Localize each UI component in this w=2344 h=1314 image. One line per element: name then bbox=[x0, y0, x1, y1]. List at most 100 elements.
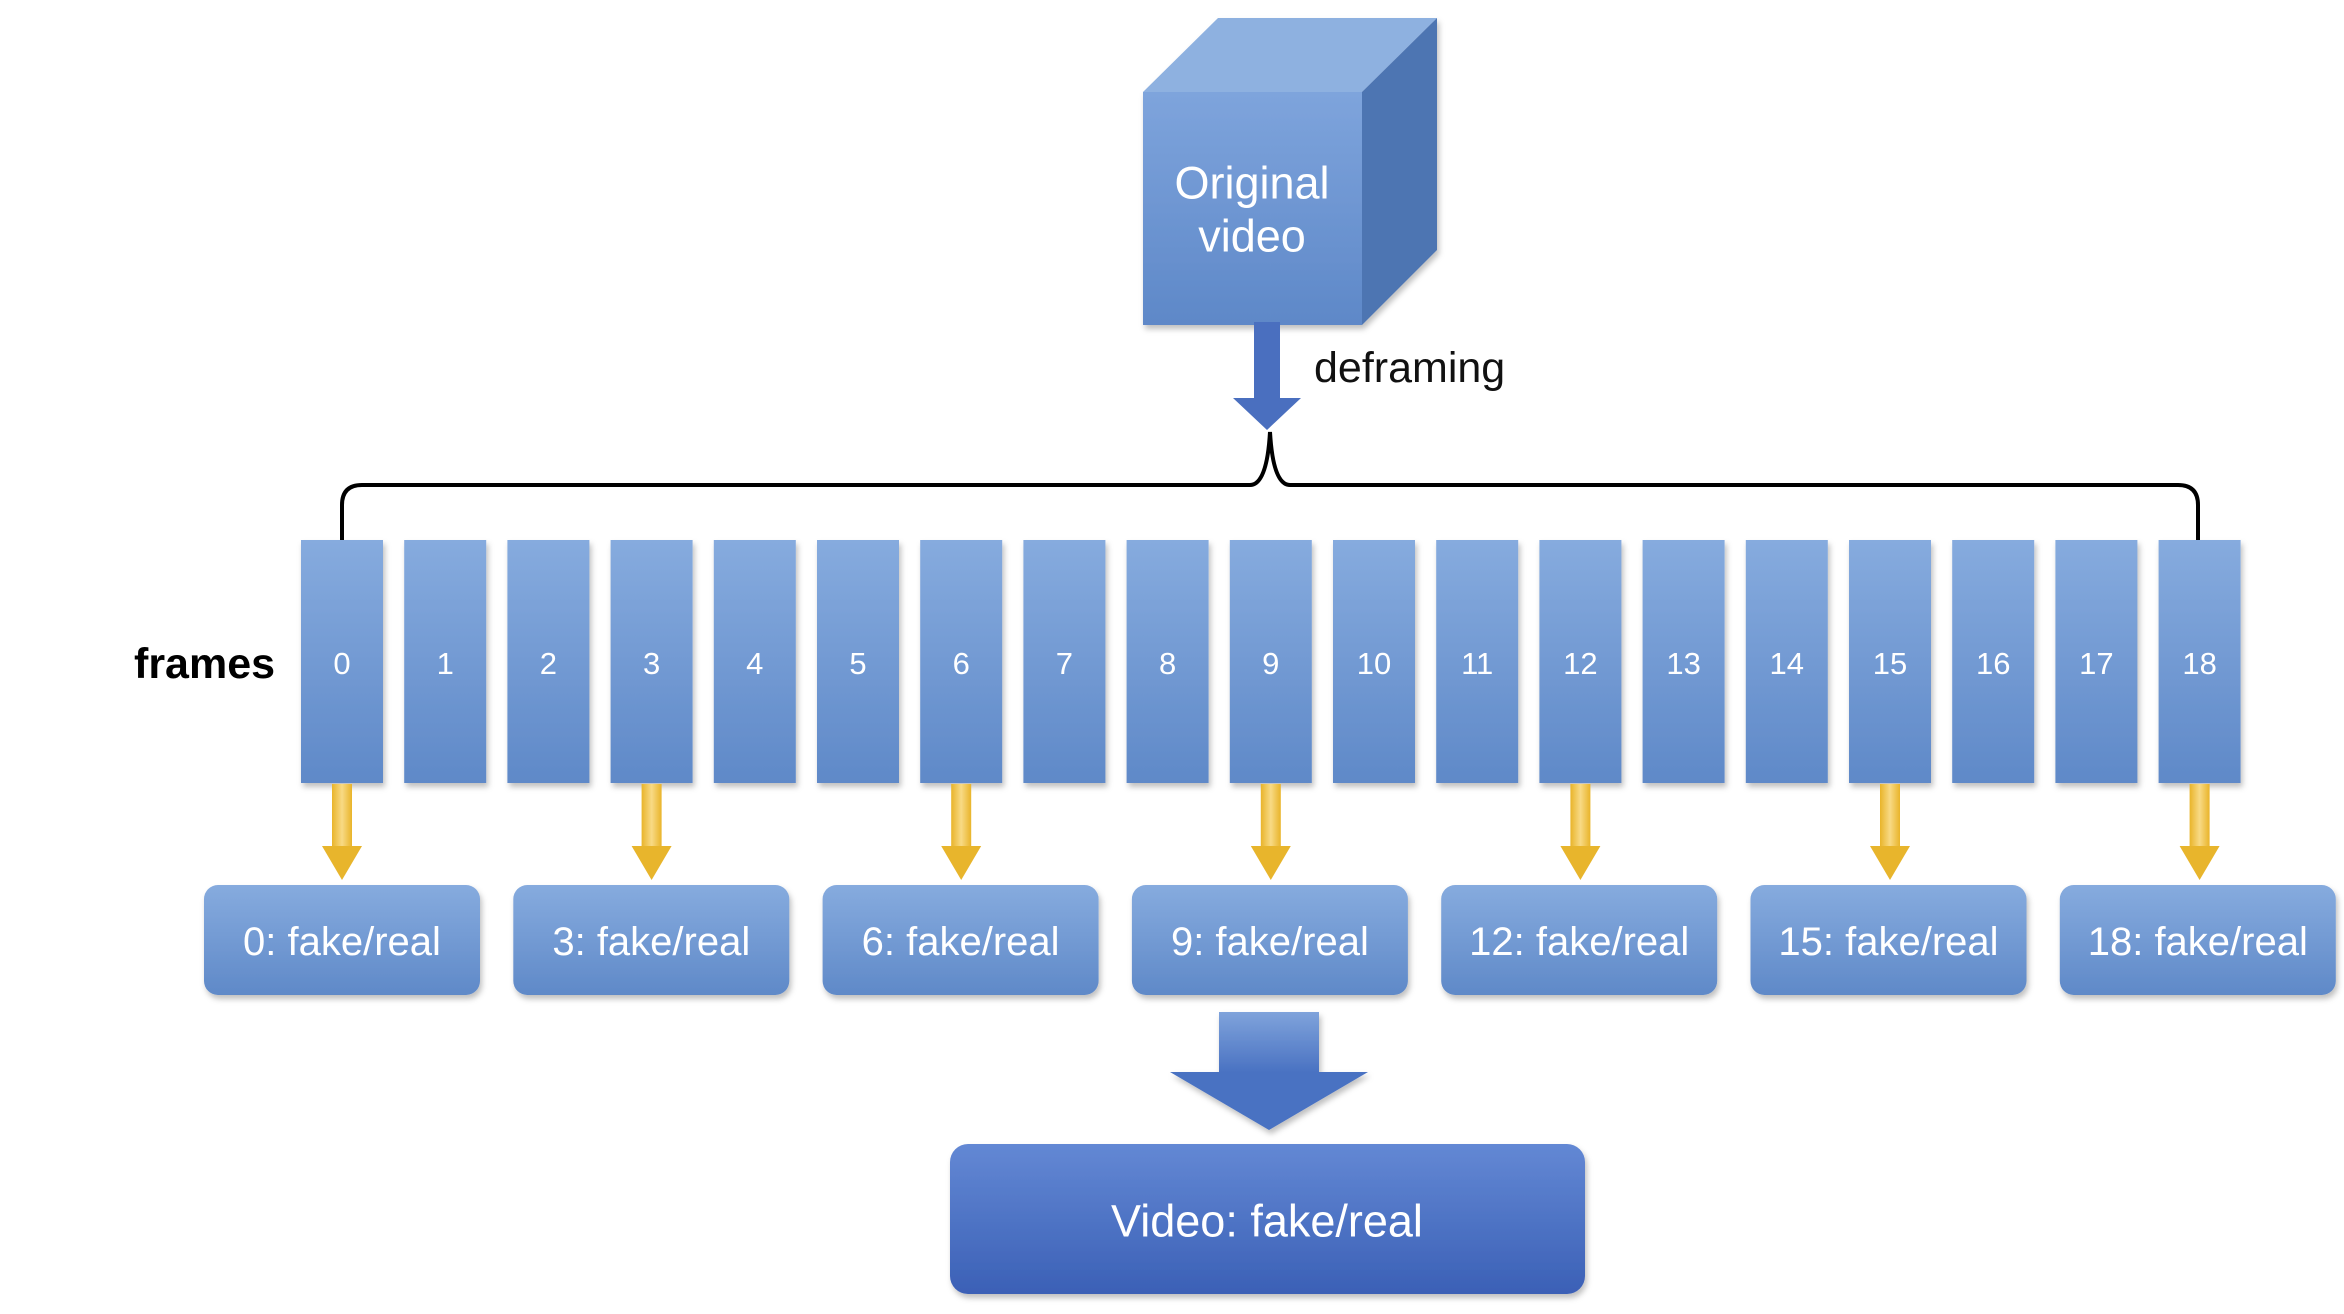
frame-rect bbox=[1436, 540, 1519, 783]
frame-number: 15 bbox=[1873, 646, 1907, 681]
frame-result-box: 9: fake/real bbox=[1131, 885, 1408, 995]
frame-box: 4 bbox=[713, 540, 796, 783]
frames-bracket bbox=[340, 431, 2200, 540]
frame-box: 7 bbox=[1023, 540, 1106, 783]
frame-rect bbox=[1023, 540, 1106, 783]
frame-number: 3 bbox=[643, 646, 660, 681]
frame-result-rect bbox=[2059, 885, 2336, 995]
deframing-label: deframing bbox=[1314, 344, 1505, 392]
frame-results-row: 0: fake/real 3: fake/real 6: fake/real 9: f… bbox=[204, 885, 2336, 995]
sampling-arrow bbox=[2179, 784, 2220, 880]
frame-number: 14 bbox=[1770, 646, 1804, 681]
frame-result-box: 18: fake/real bbox=[2059, 885, 2336, 995]
frame-number: 17 bbox=[2079, 646, 2113, 681]
frame-box: 2 bbox=[507, 540, 590, 783]
final-result-box: Video: fake/real bbox=[950, 1144, 1585, 1294]
frame-number: 0 bbox=[333, 646, 350, 681]
frame-result-rect bbox=[822, 885, 1099, 995]
frame-number: 16 bbox=[1976, 646, 2010, 681]
frame-number: 9 bbox=[1262, 646, 1279, 681]
frame-result-rect bbox=[1131, 885, 1408, 995]
frame-rect bbox=[713, 540, 796, 783]
frame-rect bbox=[1229, 540, 1312, 783]
frame-result-label: 6: fake/real bbox=[862, 920, 1060, 964]
frame-rect bbox=[1642, 540, 1725, 783]
frame-rect bbox=[920, 540, 1003, 783]
frame-number: 18 bbox=[2182, 646, 2216, 681]
frame-result-box: 15: fake/real bbox=[1750, 885, 2027, 995]
frames-label: frames bbox=[134, 640, 275, 688]
frame-rect bbox=[1126, 540, 1209, 783]
original-video-cube: Original video bbox=[1143, 18, 1437, 325]
frame-result-label: 3: fake/real bbox=[552, 920, 750, 964]
frame-number: 11 bbox=[1461, 646, 1493, 681]
frame-box: 5 bbox=[817, 540, 899, 783]
frame-box: 6 bbox=[920, 540, 1003, 783]
frame-box: 17 bbox=[2055, 540, 2138, 783]
frame-number: 2 bbox=[540, 646, 557, 681]
frame-rect bbox=[404, 540, 487, 783]
frame-rect bbox=[2055, 540, 2138, 783]
frame-result-label: 18: fake/real bbox=[2088, 920, 2308, 964]
frame-box: 15 bbox=[1849, 540, 1931, 783]
frame-number: 8 bbox=[1159, 646, 1176, 681]
sampling-arrow bbox=[941, 784, 982, 880]
frame-rect bbox=[1952, 540, 2035, 783]
frame-number: 5 bbox=[849, 646, 866, 681]
frame-box: 14 bbox=[1745, 540, 1828, 783]
frame-rect bbox=[1849, 540, 1931, 783]
frame-box: 13 bbox=[1642, 540, 1725, 783]
frame-number: 6 bbox=[953, 646, 970, 681]
final-result-label: Video: fake/real bbox=[1111, 1196, 1423, 1247]
frame-box: 10 bbox=[1333, 540, 1415, 783]
frame-rect bbox=[2158, 540, 2241, 783]
frame-result-box: 12: fake/real bbox=[1441, 885, 1718, 995]
frame-box: 12 bbox=[1539, 540, 1622, 783]
original-video-label-line1: Original bbox=[1174, 158, 1329, 209]
frame-box: 3 bbox=[610, 540, 693, 783]
frame-result-label: 0: fake/real bbox=[243, 920, 441, 964]
frame-rect bbox=[1333, 540, 1415, 783]
frame-rect bbox=[507, 540, 590, 783]
deframing-arrow bbox=[1233, 322, 1301, 430]
frame-rect bbox=[1539, 540, 1622, 783]
aggregation-arrow bbox=[1170, 1012, 1368, 1130]
sampling-arrow bbox=[1870, 784, 1910, 880]
frame-box: 18 bbox=[2158, 540, 2241, 783]
original-video-label-line2: video bbox=[1198, 211, 1306, 262]
sampling-arrow bbox=[631, 784, 672, 880]
sampling-arrows bbox=[322, 784, 2220, 880]
frame-box: 11 bbox=[1436, 540, 1519, 783]
frame-result-rect bbox=[204, 885, 480, 995]
frame-result-label: 12: fake/real bbox=[1469, 920, 1689, 964]
frame-number: 12 bbox=[1563, 646, 1597, 681]
frame-number: 7 bbox=[1056, 646, 1073, 681]
frame-result-rect bbox=[1441, 885, 1718, 995]
frame-result-rect bbox=[1750, 885, 2027, 995]
frame-box: 9 bbox=[1229, 540, 1312, 783]
frame-box: 8 bbox=[1126, 540, 1209, 783]
frame-result-label: 9: fake/real bbox=[1171, 920, 1369, 964]
frame-result-label: 15: fake/real bbox=[1778, 920, 1998, 964]
frame-result-box: 3: fake/real bbox=[513, 885, 790, 995]
frame-box: 0 bbox=[301, 540, 383, 783]
sampling-arrow bbox=[1250, 784, 1291, 880]
sampling-arrow bbox=[1560, 784, 1601, 880]
frame-number: 4 bbox=[746, 646, 763, 681]
cube-side-face bbox=[1362, 18, 1437, 325]
frame-rect bbox=[817, 540, 899, 783]
frame-number: 10 bbox=[1357, 646, 1391, 681]
frame-number: 1 bbox=[437, 646, 454, 681]
frame-result-box: 0: fake/real bbox=[204, 885, 480, 995]
frame-result-box: 6: fake/real bbox=[822, 885, 1099, 995]
frame-rect bbox=[301, 540, 383, 783]
frame-result-rect bbox=[513, 885, 790, 995]
frame-box: 16 bbox=[1952, 540, 2035, 783]
frame-rect bbox=[1745, 540, 1828, 783]
cube-front-face bbox=[1143, 92, 1362, 325]
frame-number: 13 bbox=[1666, 646, 1700, 681]
cube-top-face bbox=[1143, 18, 1437, 92]
frame-box: 1 bbox=[404, 540, 487, 783]
